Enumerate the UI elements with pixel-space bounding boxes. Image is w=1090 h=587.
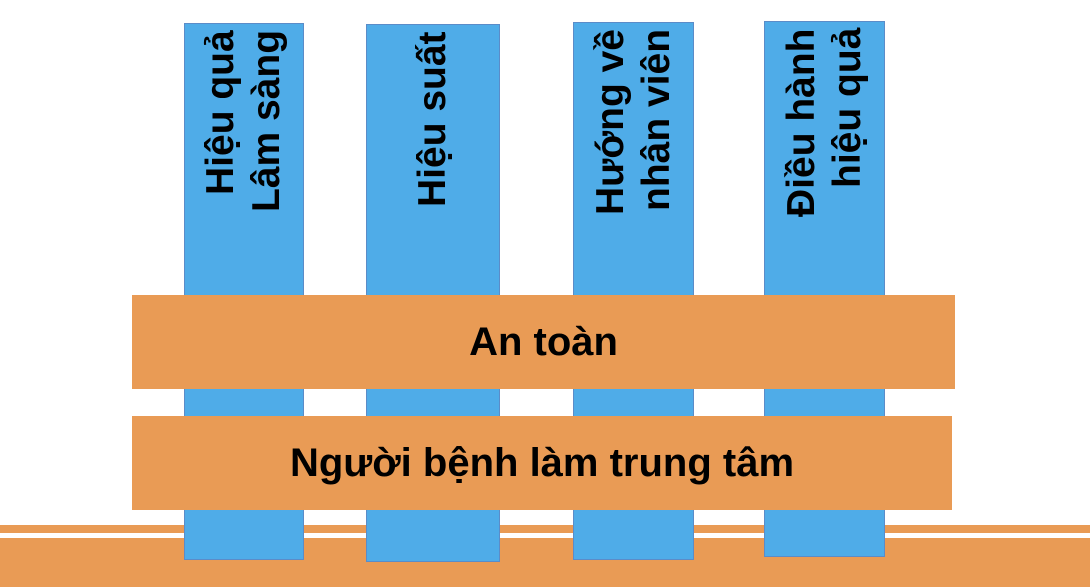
- pillar-label: Hiệu suất: [411, 31, 454, 207]
- band-patient-centered: Người bệnh làm trung tâm: [132, 416, 952, 510]
- ground-base: [0, 538, 1090, 587]
- pillar-label: Hiệu quả Lâm sàng: [199, 30, 288, 213]
- band-safety: An toàn: [132, 295, 955, 389]
- ground-stripe-thin: [0, 525, 1090, 533]
- pillar-label: Hướng về nhân viên: [588, 29, 678, 215]
- pillar-label: Điều hành hiệu quả: [779, 28, 869, 217]
